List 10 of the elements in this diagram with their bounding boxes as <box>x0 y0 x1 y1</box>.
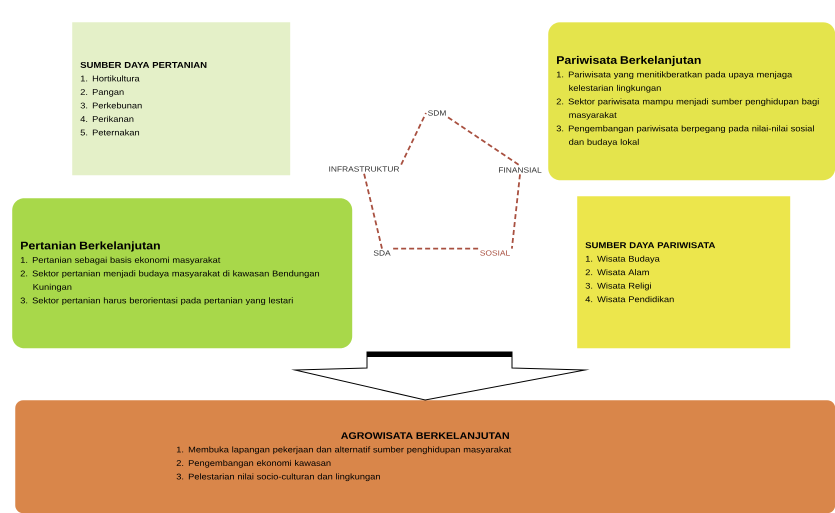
banner-box: AGROWISATA BERKELANJUTAN 1. Membuka lapangan pekerjaan dan alternatif sumber penghidupan masyarakat 2. Pengembangan ekonomi kawasan 3. Pelestarian nilai socio-culturan dan lingkungan <box>15 400 835 513</box>
dashed-line <box>400 112 427 166</box>
dashed-line <box>392 248 478 250</box>
list-box: SUMBER DAYA PERTANIAN 1. Hortikultura 2. Pangan 3. Perkebunan 4. Perikanan 5. Peternakan <box>72 22 290 176</box>
dashed-line <box>363 173 383 249</box>
dashed-line <box>510 174 521 249</box>
rounded-box: Pertanian Berkelanjutan 1. Pertanian sebagai basis ekonomi masyarakat 2. Sektor pertanian menjadi budaya masyarakat di kawasan Bendungan Kuningan 3. Sektor pertanian harus berorientasi pada pertanian yang lestari <box>12 198 352 348</box>
list-box: SUMBER DAYA PARIWISATA 1. Wisata Budaya 2. Wisata Alam 3. Wisata Religi 4. Wisata Pendidikan <box>577 196 790 348</box>
dashed-line <box>448 116 520 166</box>
rounded-box: Pariwisata Berkelanjutan 1. Pariwisata yang menitikberatkan pada upaya menjaga kelestarian lingkungan 2. Sektor pariwisata mampu menjadi sumber penghidupan bagi masyarakat 3. Pengembangan pariwisata berpegang pada nilai-nilai sosial dan budaya lokal <box>548 22 835 180</box>
